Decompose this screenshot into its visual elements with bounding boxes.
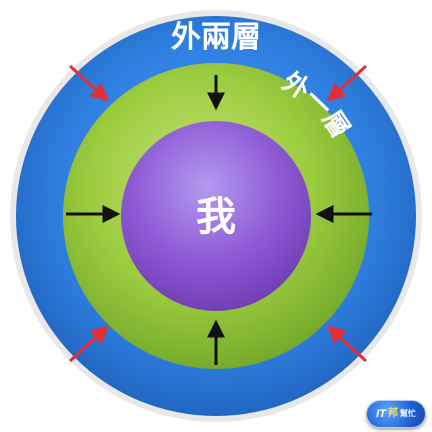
badge-text-it: IT [376,407,386,420]
badge-text-bang: 邦 [387,408,398,419]
arrow-red-bottom-right [327,325,368,363]
ithome-badge-logo: IT 邦 幫忙 [366,400,426,428]
badge-text-bangmang: 幫忙 [399,409,416,418]
arrow-red-bottom-left [68,325,109,363]
arrow-red-top-left [68,64,109,102]
center-circle [121,121,311,311]
arrow-red-top-right [327,64,368,102]
center-label: 我 [196,194,236,240]
outer-layer-label: 外兩層 [171,20,261,55]
